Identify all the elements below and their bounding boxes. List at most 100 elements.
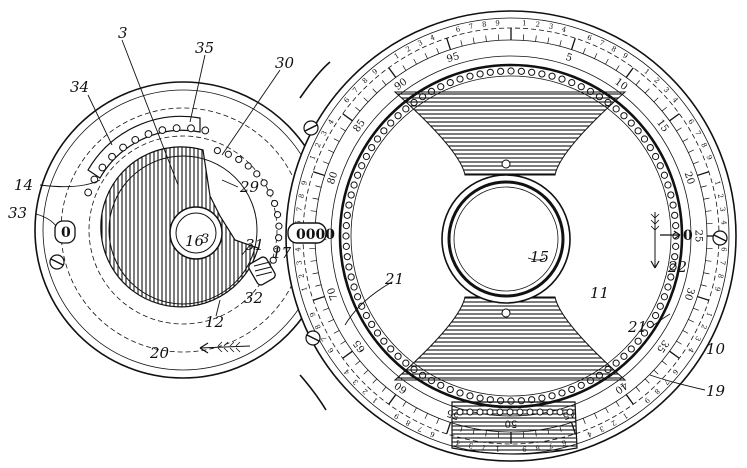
scale-digit: 2 — [610, 418, 618, 427]
scale-tick — [446, 37, 452, 50]
ref-29: 29 — [239, 178, 260, 196]
scale-tick — [381, 80, 387, 86]
scale-tick — [653, 97, 659, 103]
scale-tick — [472, 37, 475, 44]
bottom-hole — [536, 408, 544, 416]
scale-tick — [315, 185, 322, 188]
scale-tick — [705, 260, 712, 262]
ref-16: 16 — [185, 232, 205, 250]
reference-numerals — [35, 39, 706, 391]
scale-hole — [672, 242, 680, 250]
scale-hole — [437, 83, 445, 91]
scale-digit: 1 — [522, 19, 527, 27]
scale-hole — [387, 345, 395, 353]
scale-digit: 8 — [361, 76, 370, 85]
scale-hole — [669, 201, 677, 209]
scale-tick — [693, 161, 699, 165]
dial-hole — [266, 189, 274, 197]
dial-hole — [224, 150, 232, 158]
scale-hole — [466, 392, 474, 400]
scale-digit: 8 — [482, 20, 487, 28]
scale-hole — [373, 135, 382, 143]
scale-hole — [507, 67, 515, 75]
ref-17: 17 — [272, 244, 292, 262]
scale-hole — [362, 311, 371, 320]
scale-digit: 1 — [371, 396, 380, 405]
scale-hole — [343, 211, 351, 219]
scale-tick — [355, 360, 361, 366]
ref-32: 32 — [244, 289, 263, 307]
scale-hole — [345, 201, 353, 209]
scale-hole — [548, 392, 556, 400]
bottom-hole — [476, 408, 484, 416]
left-dial-holes — [213, 146, 283, 275]
scale-digit: 6 — [326, 346, 335, 355]
scale-digit: 4 — [686, 346, 695, 355]
scale-hole — [358, 162, 366, 170]
scale-tick — [312, 171, 325, 177]
scale-digit: 4 — [342, 367, 351, 376]
scale-hole — [667, 191, 675, 199]
window-hole — [84, 188, 93, 197]
scale-tick — [388, 394, 397, 405]
dial-hole — [213, 146, 221, 155]
scale-digit: 3 — [320, 130, 329, 138]
scale-tick — [594, 413, 598, 419]
scale-major-label: 70 — [326, 286, 340, 302]
scale-hole — [358, 302, 366, 310]
scale-tick — [340, 127, 346, 132]
scale-tick — [676, 340, 682, 345]
scale-hole — [577, 381, 585, 389]
bottom-hole — [556, 408, 564, 416]
scale-hole — [671, 253, 679, 261]
scale-hole — [517, 67, 525, 75]
left-window-arc — [87, 115, 201, 179]
scale-digit: 6 — [719, 247, 727, 252]
dial-hole — [270, 199, 279, 208]
scale-hole — [476, 394, 484, 402]
scale-hole — [568, 385, 576, 394]
scale-digit: 3 — [693, 335, 702, 343]
scale-major-label: 80 — [326, 170, 340, 186]
scale-hole — [640, 135, 649, 143]
right-hub-outer — [441, 174, 571, 304]
scale-tick — [682, 330, 689, 334]
window-hole — [90, 175, 99, 184]
scale-digit: 3 — [662, 86, 671, 95]
bottom-hole — [496, 408, 504, 416]
scale-hole — [387, 119, 395, 127]
bottom-hole — [546, 408, 554, 416]
scale-tick — [547, 37, 550, 44]
left-knob — [248, 256, 276, 286]
ref-30: 30 — [275, 54, 295, 72]
scale-tick — [676, 127, 682, 132]
dial-hole — [235, 155, 243, 164]
scale-hole — [558, 75, 566, 83]
scale-digit: 4 — [671, 96, 680, 105]
scale-tick — [625, 67, 634, 78]
scale-major-label: 5 — [564, 52, 573, 64]
scale-hole — [456, 389, 464, 397]
scale-major-label: 25 — [693, 230, 704, 243]
scale-major-label: 30 — [682, 286, 696, 302]
scale-hole — [497, 67, 505, 75]
scale-digit: 4 — [585, 430, 593, 439]
ref-33: 33 — [8, 204, 27, 222]
scale-digit: 6 — [455, 25, 462, 34]
scale-tick — [333, 330, 340, 334]
scale-tick — [582, 48, 586, 54]
scale-hole — [342, 232, 350, 240]
scale-tick — [424, 413, 428, 419]
scale-tick — [413, 407, 417, 414]
dial-hole — [260, 179, 268, 187]
scale-hole — [342, 222, 350, 230]
scale-hole — [446, 385, 454, 394]
scale-digit: 3 — [718, 207, 726, 212]
dial-hole — [269, 256, 277, 264]
scale-hole — [620, 112, 628, 120]
ref-3: 3 — [118, 24, 128, 42]
ref-14: 14 — [14, 176, 33, 194]
scale-tick — [372, 378, 378, 384]
scale-tick — [697, 171, 710, 177]
scale-tick — [653, 369, 659, 375]
